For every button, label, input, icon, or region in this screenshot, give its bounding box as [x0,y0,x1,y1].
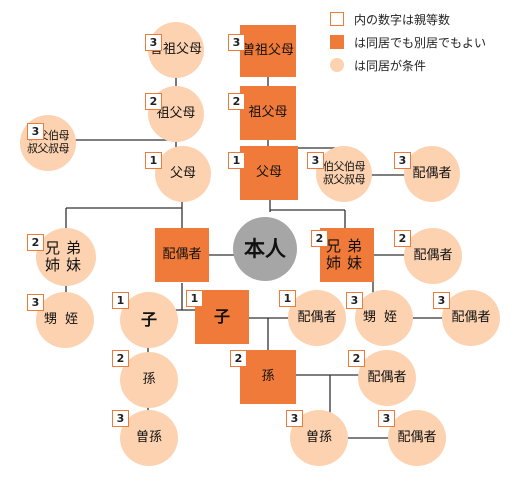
degree-badge: 3 [433,292,450,309]
node-child-b: 子 [195,290,249,344]
node-nephew-niece-spouse: 配偶者 [442,290,500,346]
degree-badge: 3 [145,34,162,51]
orange-square-key-icon [330,35,344,49]
node-great-grandparents-b: 曽祖父母 [240,25,296,77]
degree-badge: 3 [112,410,129,427]
degree-badge: 1 [112,292,129,309]
node-grandparents-b: 祖父母 [240,86,296,140]
node-spouse: 配偶者 [155,228,209,282]
degree-badge: 1 [279,290,296,307]
node-great-grandchild-a: 曽孫 [120,410,178,466]
degree-badge: 3 [27,294,44,311]
node-grandchild-b: 孫 [240,350,296,404]
node-grandchild-a: 孫 [120,352,178,408]
node-siblings-b: 兄弟 姉妹 [320,228,374,282]
node-child-spouse: 配偶者 [288,290,346,346]
node-grandchild-spouse: 配偶者 [358,350,416,406]
open-square-key-icon [330,12,344,26]
degree-badge: 2 [394,230,411,247]
node-parents-b: 父母 [240,146,298,200]
node-great-grandchild-spouse: 配偶者 [388,410,446,466]
legend-circle-note: は同居が条件 [330,56,426,74]
degree-badge: 3 [228,34,245,51]
degree-badge: 1 [186,290,203,307]
node-sibling-spouse: 配偶者 [404,228,462,284]
node-nephew-niece-a: 甥姪 [36,292,94,348]
node-uncle-aunt: 伯父伯母 叔父叔母 [316,146,372,202]
degree-badge: 3 [27,123,44,140]
degree-badge: 2 [311,230,328,247]
degree-badge: 3 [286,410,303,427]
degree-badge: 2 [228,93,245,110]
degree-badge: 2 [112,350,129,367]
legend-degree-note: 内の数字は親等数 [330,10,450,28]
degree-badge: 3 [307,152,324,169]
node-self: 本人 [233,217,297,281]
node-child-a: 子 [120,292,178,348]
node-uncle-aunt-spouse: 配偶者 [404,146,460,202]
degree-badge: 2 [348,350,365,367]
degree-badge: 2 [27,234,44,251]
degree-badge: 3 [346,292,363,309]
degree-badge: 3 [394,152,411,169]
node-parents-a: 父母 [155,146,211,202]
legend-square-note: は同居でも別居でもよい [330,33,486,51]
node-siblings-a: 兄弟 姉妹 [36,228,96,286]
degree-badge: 2 [145,93,162,110]
node-nephew-niece-b: 甥姪 [355,290,413,346]
degree-badge: 3 [378,410,395,427]
degree-badge: 2 [230,350,247,367]
degree-badge: 1 [228,152,245,169]
peach-circle-key-icon [330,58,344,72]
degree-badge: 1 [145,152,162,169]
